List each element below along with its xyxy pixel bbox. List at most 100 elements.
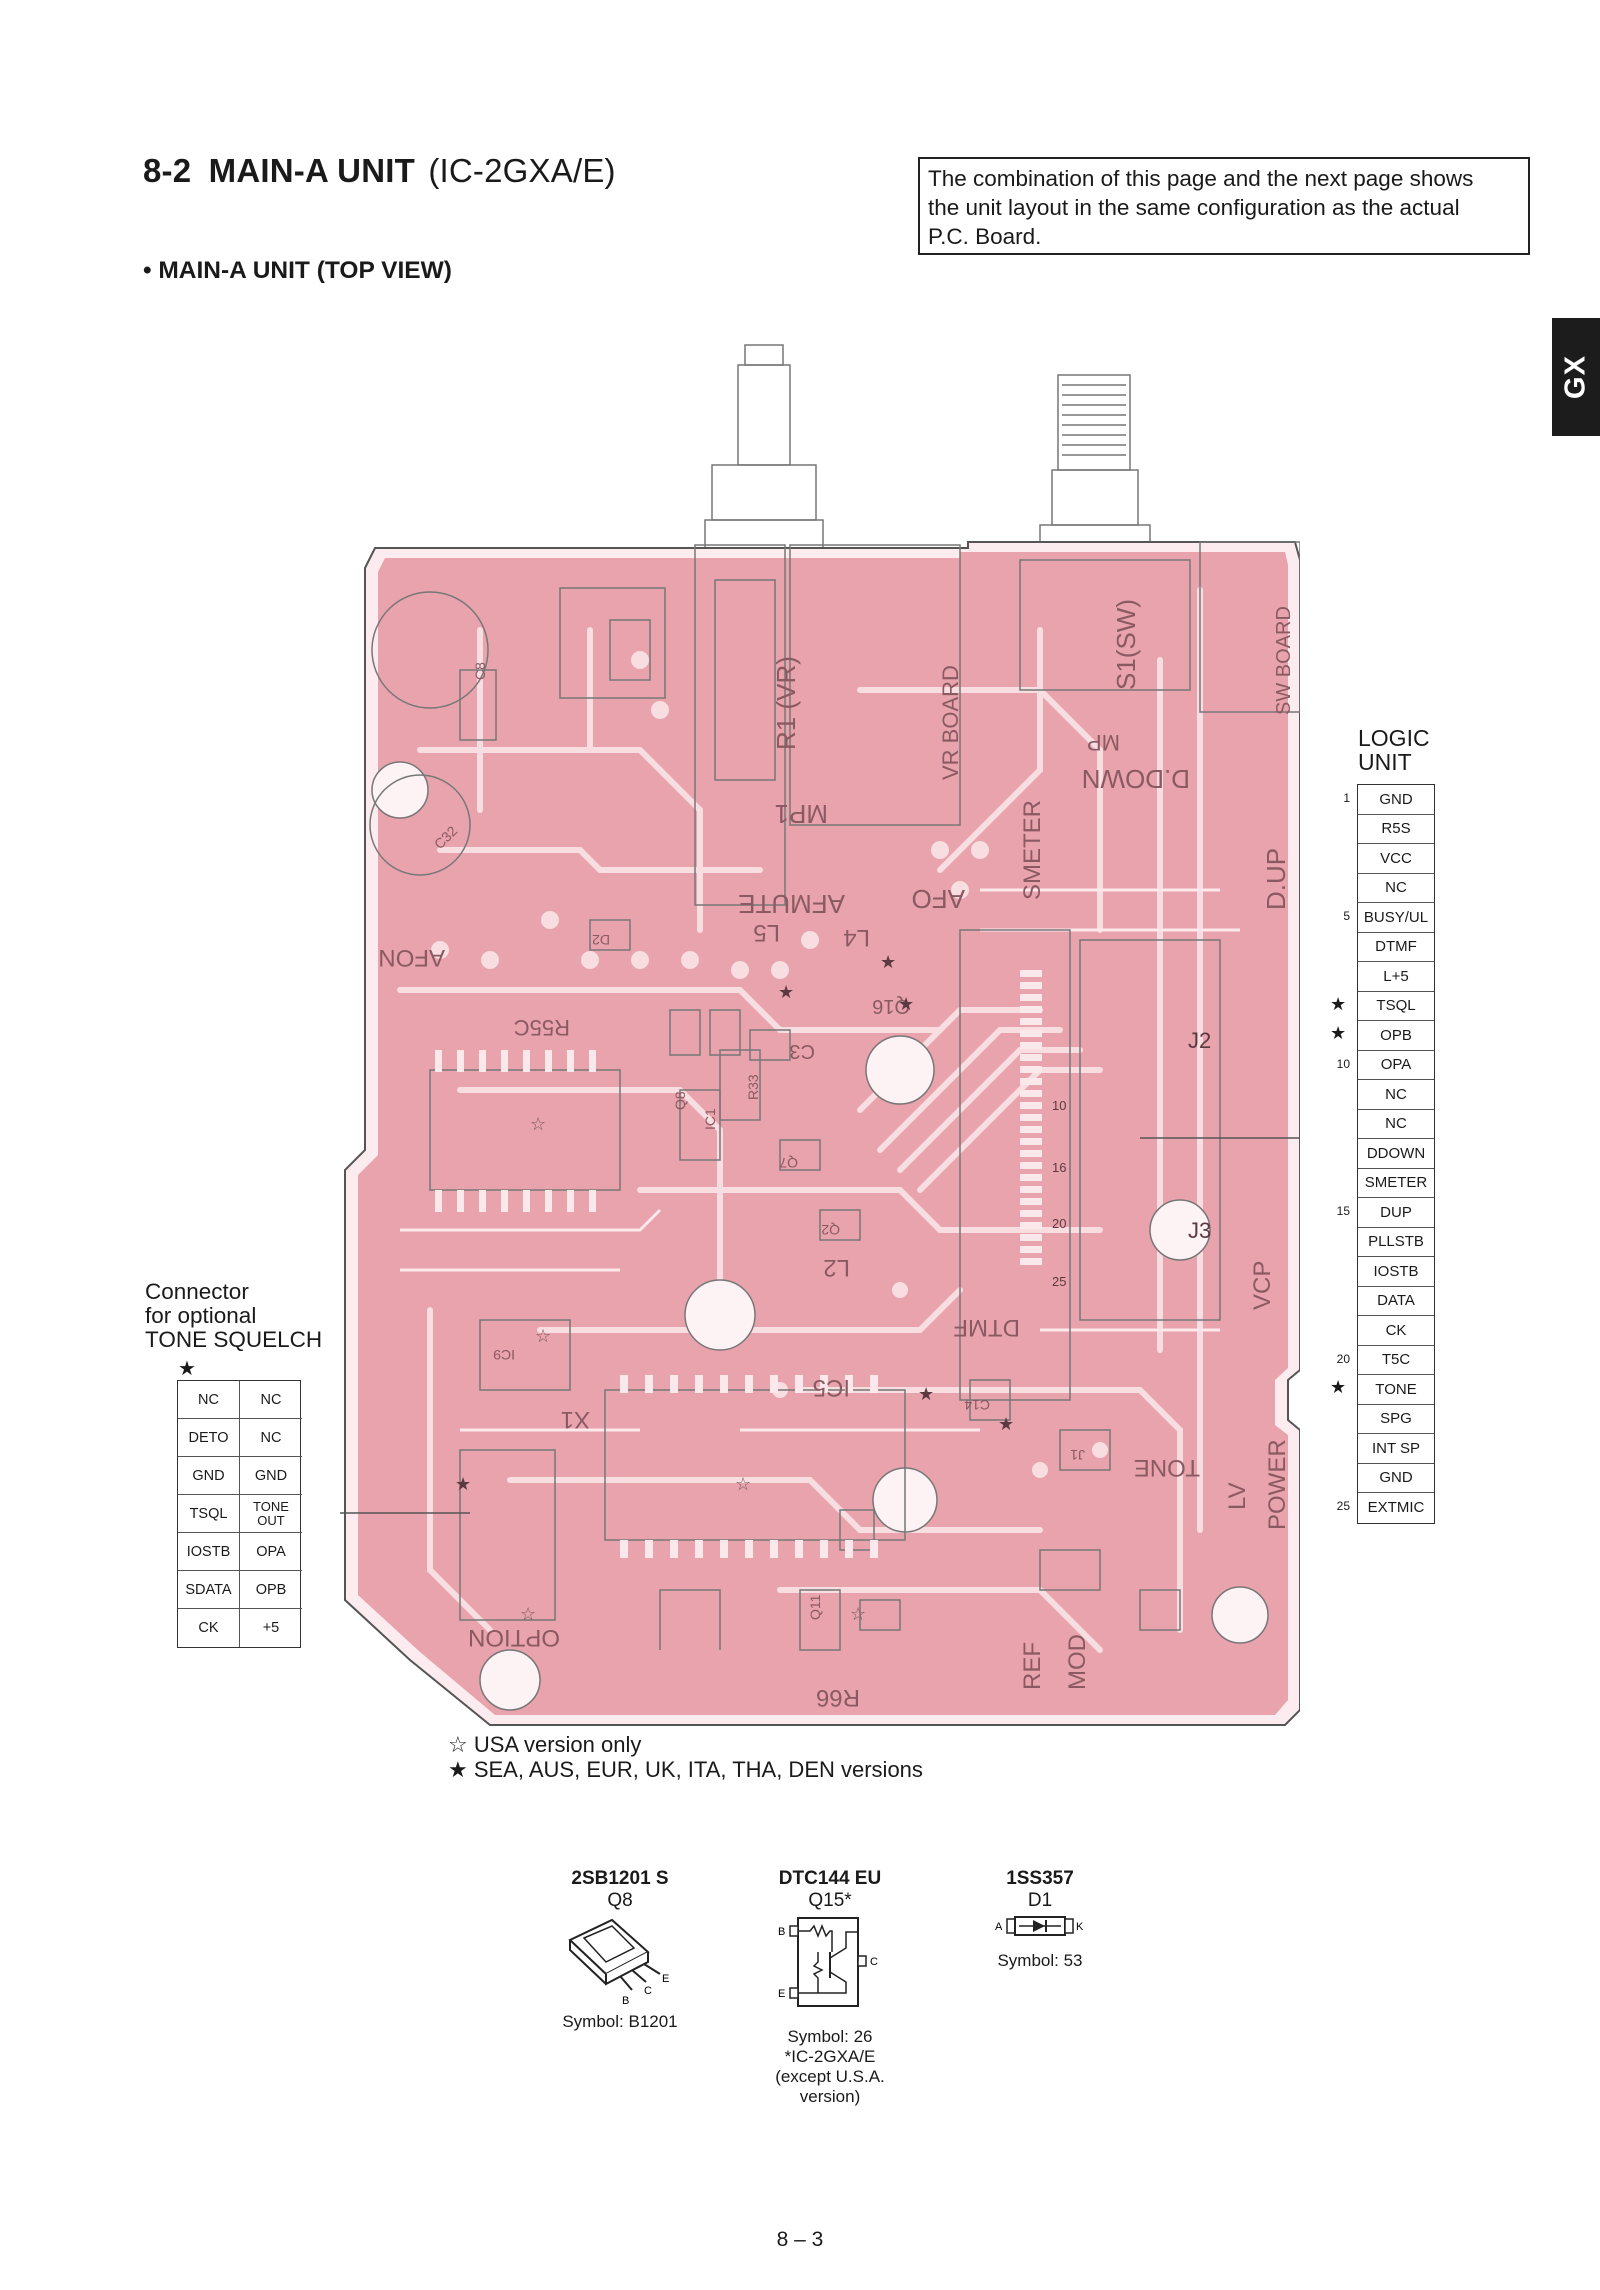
board-hollow-star-5: ☆	[850, 1604, 866, 1625]
label-r1: R1 (VR)	[771, 656, 801, 750]
legend-usa: ☆ USA version only	[448, 1732, 642, 1757]
label-vcp: VCP	[1249, 1261, 1276, 1310]
pin-c: C	[644, 1985, 652, 1997]
logic-unit-title: LOGIC UNIT	[1358, 726, 1430, 774]
page-title: 8-2 MAIN-A UNIT (IC-2GXA/E)	[143, 152, 616, 190]
connector-pin: NC	[178, 1381, 240, 1419]
label-q2: Q2	[821, 1222, 840, 1238]
pin-k: K	[1076, 1921, 1084, 1933]
logic-pin: L+5	[1358, 962, 1434, 992]
component-note-2: (except U.S.A. version)	[775, 2067, 885, 2106]
connector-label-line2: for optional	[145, 1303, 257, 1328]
logic-pin: EXTMIC	[1367, 1499, 1425, 1517]
label-power: POWER	[1264, 1439, 1291, 1530]
component-part-number: 1SS357	[1006, 1868, 1074, 1889]
logic-pin: OPB	[1358, 1021, 1434, 1051]
label-d-up: D.UP	[1261, 848, 1291, 910]
connector-pin: SDATA	[178, 1571, 240, 1609]
logic-pin-number: 1	[1343, 791, 1350, 805]
logic-pin: NC	[1358, 1110, 1434, 1139]
board-hollow-star-3: ☆	[530, 1114, 546, 1135]
pcb-holes	[371, 761, 1269, 1711]
pcb-pads	[431, 651, 1108, 1478]
logic-pin-star: ★	[1330, 1377, 1347, 1397]
note-line-3: P.C. Board.	[928, 224, 1042, 249]
logic-unit-title-line1: LOGIC	[1358, 725, 1430, 751]
component-ref: Q15*	[808, 1890, 852, 1911]
connector-pin: GND	[240, 1457, 302, 1495]
label-ic5: IC5	[813, 1374, 850, 1401]
logic-pin: GND	[1358, 785, 1434, 815]
diode-icon: A K	[995, 1916, 1084, 1936]
connector-pin: CK	[178, 1609, 240, 1647]
logic-pin-star: ★	[1330, 1023, 1347, 1043]
label-x1: X1	[561, 1406, 590, 1433]
logic-pin: BUSY/UL	[1358, 903, 1434, 933]
label-ic1: IC1	[702, 1108, 718, 1130]
label-tone: TONE	[1134, 1454, 1200, 1481]
section-tab: GX	[1552, 318, 1600, 436]
label-afmute: AFMUTE	[738, 889, 845, 919]
logic-pin: PLLSTB	[1358, 1228, 1434, 1257]
component-q8: 2SB1201 S Q8 B C E Symbol: B1201	[540, 1868, 700, 2032]
logic-pin: CK	[1358, 1316, 1434, 1346]
component-symbol: Symbol: 53	[997, 1951, 1083, 1970]
label-mp: MP	[1087, 730, 1120, 755]
label-mp1: MP1	[775, 799, 828, 829]
label-pin25: 25	[1052, 1274, 1066, 1289]
legend-others: ★ SEA, AUS, EUR, UK, ITA, THA, DEN versi…	[448, 1757, 923, 1782]
logic-pin-number: 25	[1336, 1499, 1350, 1513]
label-pin16: 16	[1052, 1160, 1066, 1175]
connector-star: ★	[178, 1358, 196, 1380]
pcb-copper-area	[358, 552, 1288, 1715]
label-afon: AFON	[378, 944, 445, 971]
label-c14: C14	[964, 1397, 990, 1413]
connector-pin: TSQL	[178, 1495, 240, 1533]
board-star-4: ★	[998, 1414, 1014, 1435]
digital-transistor-icon: B C E	[778, 1917, 878, 2007]
label-l2: L2	[823, 1254, 850, 1281]
pcb-diagram: R1 (VR) VR BOARD S1(SW) SW BOARD MP1 MP …	[302, 344, 1357, 1726]
page-number: 8 – 3	[776, 2228, 824, 2251]
connector-pin: TONE OUT	[240, 1495, 302, 1533]
view-subtitle: • MAIN-A UNIT (TOP VIEW)	[143, 257, 452, 284]
component-ref: D1	[1027, 1890, 1053, 1911]
component-symbol: Symbol: B1201	[562, 2012, 678, 2031]
component-part-number: DTC144 EU	[778, 1868, 882, 1889]
component-part-number: 2SB1201 S	[571, 1868, 669, 1889]
label-r66: R66	[816, 1684, 860, 1711]
board-star-2: ★	[898, 994, 914, 1015]
label-ref: REF	[1019, 1642, 1046, 1690]
connector-pin: DETO	[178, 1419, 240, 1457]
board-star-5: ★	[455, 1474, 471, 1495]
pin-e: E	[778, 1988, 785, 2000]
label-r55c: R55C	[514, 1015, 570, 1040]
layout-note-box: The combination of this page and the nex…	[918, 157, 1530, 255]
pin-a: A	[995, 1921, 1003, 1933]
label-c3: C3	[789, 1040, 815, 1062]
connector-pin: GND	[178, 1457, 240, 1495]
logic-pin: DUP	[1358, 1198, 1434, 1228]
logic-pin: TSQL	[1358, 992, 1434, 1021]
label-mod: MOD	[1064, 1634, 1091, 1690]
logic-pin: GND	[1358, 1464, 1434, 1493]
section-tab-label: GX	[1559, 355, 1592, 399]
pin-b: B	[778, 1926, 785, 1938]
pcb-board-view: R1 (VR) VR BOARD S1(SW) SW BOARD MP1 MP …	[302, 330, 1357, 1730]
volume-knob-outline	[704, 344, 824, 561]
model-name: (IC-2GXA/E)	[428, 152, 616, 189]
logic-pin: VCC	[1358, 844, 1434, 874]
note-line-2: the unit layout in the same configuratio…	[928, 195, 1460, 220]
connector-pin: +5	[262, 1620, 280, 1636]
label-afo: AFO	[912, 884, 965, 914]
board-star-6: ★	[880, 952, 896, 973]
label-j1: J1	[1070, 1447, 1085, 1463]
label-d-down: D.DOWN	[1082, 764, 1190, 794]
logic-pin: NC	[1358, 874, 1434, 903]
label-q16: Q16	[872, 995, 910, 1017]
pcb-components	[369, 541, 1301, 1651]
label-ic9: IC9	[493, 1347, 515, 1363]
component-note-1: *IC-2GXA/E	[784, 2047, 876, 2066]
connector-label-line1: Connector	[145, 1279, 249, 1304]
board-star-1: ★	[778, 982, 794, 1003]
